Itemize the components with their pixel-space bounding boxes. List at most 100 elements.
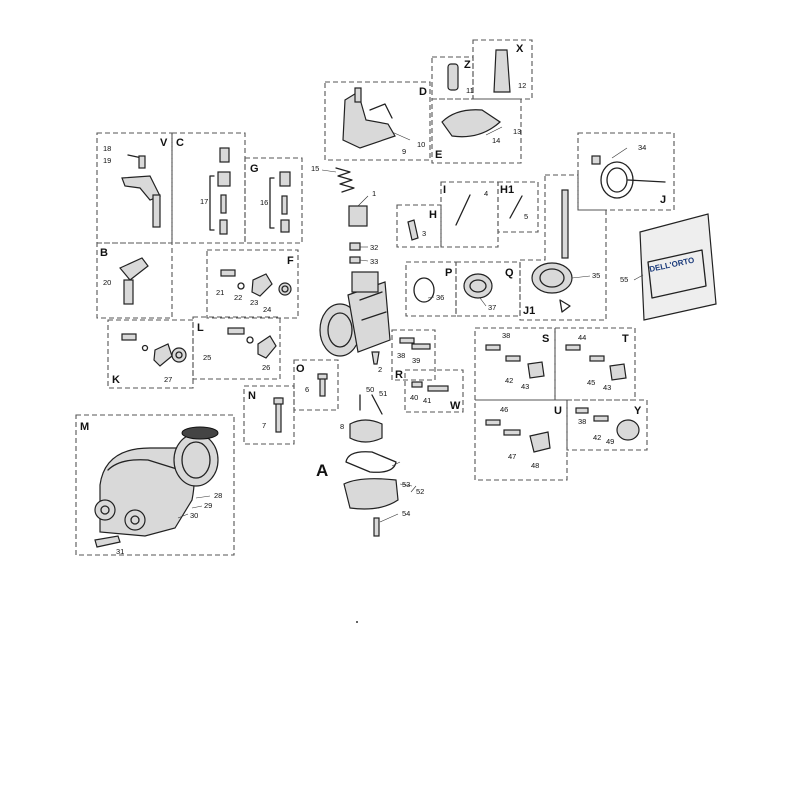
part-label-36: 36: [436, 293, 444, 302]
choke-lever-b: [119, 257, 149, 305]
group-labels: V C G B F K L M N O D Z X E H I H1 J J1 …: [80, 43, 666, 480]
part-label-5: 5: [524, 212, 528, 221]
part-label-37: 37: [488, 303, 496, 312]
cap-t: [609, 363, 627, 381]
part-label-17: 17: [200, 197, 208, 206]
group-label-c: C: [176, 137, 184, 149]
part-label-46: 46: [500, 405, 508, 414]
box-r: [391, 329, 436, 381]
part-label-27: 27: [164, 375, 172, 384]
needle-assembly-c: [209, 147, 231, 235]
part-drawings: DELL'ORTO: [94, 49, 717, 548]
part-label-42-s: 42: [505, 376, 513, 385]
part-label-51: 51: [379, 389, 387, 398]
part-label-54: 54: [402, 509, 410, 518]
group-label-t: T: [622, 333, 629, 345]
part-label-25: 25: [203, 353, 211, 362]
pin-h: [407, 219, 419, 241]
needle-h1: [509, 195, 523, 219]
bracket-d: [342, 87, 396, 149]
box-d: [324, 81, 431, 161]
float-bowl: [343, 478, 399, 510]
part-label-39: 39: [412, 356, 420, 365]
part-label-53: 53: [402, 480, 410, 489]
sleeve-q: [463, 273, 493, 299]
spring: [335, 167, 355, 193]
group-label-i: I: [443, 184, 446, 196]
box-o: [293, 359, 339, 411]
part-label-42-y: 42: [593, 433, 601, 442]
part-label-43-s: 43: [521, 382, 529, 391]
part-label-34: 34: [638, 143, 646, 152]
needle-i: [455, 194, 471, 226]
jet-2: [371, 351, 380, 365]
part-label-8: 8: [340, 422, 344, 431]
group-label-f: F: [287, 255, 294, 267]
jet-32: [349, 242, 361, 251]
group-label-x: X: [516, 43, 524, 55]
box-m: [75, 414, 235, 556]
group-label-e: E: [435, 149, 442, 161]
part-label-11: 11: [466, 86, 474, 95]
box-g: [244, 157, 303, 244]
part-label-3: 3: [422, 229, 426, 238]
part-label-15: 15: [311, 164, 319, 173]
group-label-o: O: [296, 363, 305, 375]
part-label-49: 49: [606, 437, 614, 446]
part-label-16: 16: [260, 198, 268, 207]
box-q: [455, 261, 521, 317]
part-label-13: 13: [513, 127, 521, 136]
part-label-6: 6: [305, 385, 309, 394]
box-k: [107, 319, 194, 389]
spring-y: [575, 407, 589, 414]
screw-set-l: [227, 327, 277, 359]
ring-p: [413, 277, 435, 303]
part-label-48: 48: [531, 461, 539, 470]
group-label-k: K: [112, 374, 120, 386]
box-x: [472, 39, 533, 100]
group-label-d: D: [419, 86, 427, 98]
part-label-19: 19: [103, 156, 111, 165]
box-w: [404, 369, 464, 413]
box-c: [171, 132, 246, 244]
part-label-38-s: 38: [502, 331, 510, 340]
screw-y: [593, 415, 609, 422]
stray-dot: [356, 621, 358, 623]
carburetor-body: [319, 271, 391, 357]
part-label-33: 33: [370, 257, 378, 266]
part-label-1: 1: [372, 189, 376, 198]
box-j: [577, 132, 675, 211]
group-label-h: H: [429, 209, 437, 221]
adjuster-z: [447, 63, 459, 91]
group-label-y: Y: [634, 405, 642, 417]
part-label-50: 50: [366, 385, 374, 394]
part-label-38-y: 38: [578, 417, 586, 426]
part-labels: 1 2 3 4 5 6 7 8 9 10 11 12 13 14 15 16 1…: [103, 81, 646, 556]
part-label-41: 41: [423, 396, 431, 405]
screw-w-40: [411, 381, 423, 388]
screw-set-f: [220, 269, 292, 297]
screw-t: [589, 355, 605, 362]
part-label-35: 35: [592, 271, 600, 280]
box-e: [431, 98, 522, 164]
box-j1: [519, 174, 607, 321]
screw-n: [273, 397, 284, 433]
slide: [348, 205, 368, 227]
cap-s: [527, 361, 545, 379]
group-label-j1: J1: [523, 305, 535, 317]
part-label-21: 21: [216, 288, 224, 297]
part-label-31: 31: [116, 547, 124, 556]
group-label-j: J: [660, 194, 666, 206]
float: [349, 419, 383, 443]
box-h1: [497, 181, 539, 233]
group-label-b: B: [100, 247, 108, 259]
group-label-h1: H1: [500, 184, 514, 196]
gasket: [345, 451, 397, 473]
screw-r-39: [411, 343, 431, 350]
spring-u: [485, 419, 501, 426]
part-label-18: 18: [103, 144, 111, 153]
intake-j1: [531, 189, 573, 313]
part-label-2: 2: [378, 365, 382, 374]
part-label-24: 24: [263, 305, 271, 314]
